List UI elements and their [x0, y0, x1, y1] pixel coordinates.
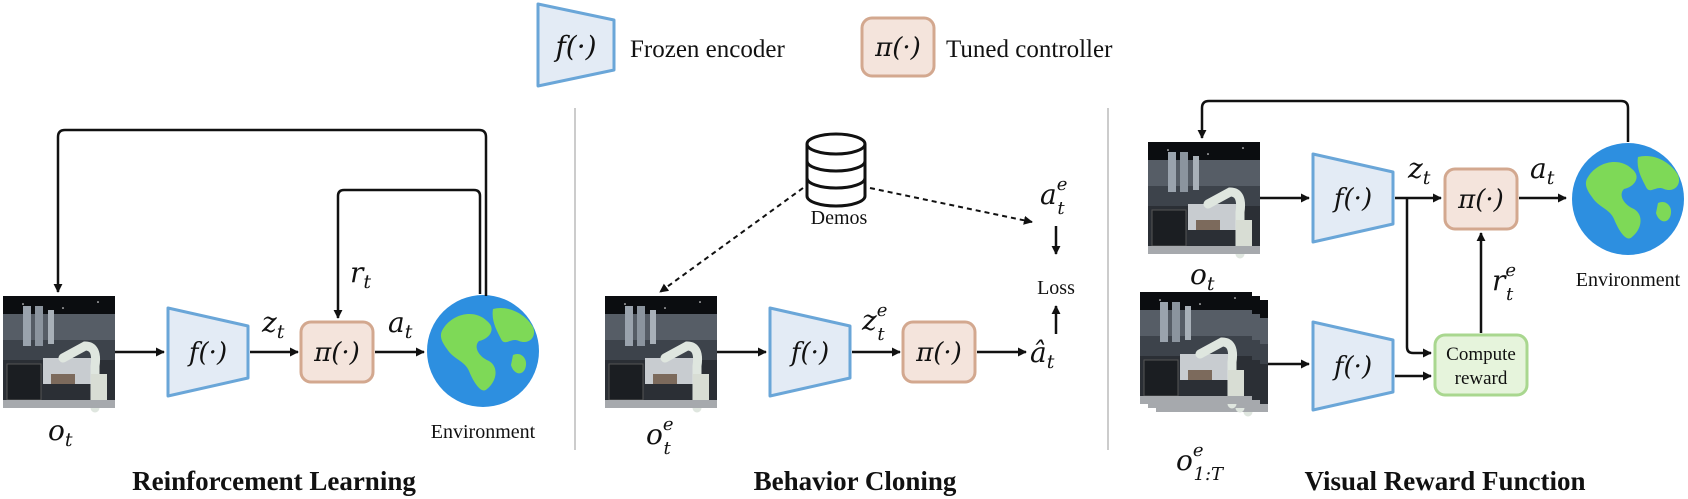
legend-controller-label: Tuned controller [946, 36, 1113, 63]
bc-loss-label: Loss [1037, 277, 1075, 299]
rl-environment-label: Environment [431, 421, 536, 443]
vrf-controller-label: π(·) [1457, 185, 1504, 215]
demos-database-icon [805, 132, 867, 208]
rl-encoder-box [166, 306, 250, 398]
legend-encoder-symbol: f(·) [553, 30, 596, 63]
rl-action-label: at [388, 306, 413, 343]
rl-controller-label: π(·) [313, 338, 360, 368]
vrf-observation-image [1148, 142, 1260, 254]
rl-panel-title: Reinforcement Learning [132, 466, 416, 496]
bc-predicted-action-label: ât [1030, 336, 1055, 373]
panel-reinforcement-learning: ot f(·) zt π(·) at Environment rt Reinfo… [3, 128, 539, 496]
bc-encoder-label: f(·) [789, 338, 829, 368]
vrf-compute-reward-line2: reward [1455, 368, 1508, 389]
vrf-environment-globe-icon [1572, 143, 1684, 255]
rl-controller-box [299, 320, 375, 384]
vrf-action-label: at [1530, 152, 1555, 189]
bc-dashed-demos-obs [659, 187, 804, 293]
vrf-demo-observation-stack [1140, 292, 1268, 412]
rl-reward-feedback-arrow [333, 188, 482, 319]
vrf-panel-title: Visual Reward Function [1304, 466, 1585, 496]
vrf-encoder-bottom-label: f(·) [1332, 352, 1372, 382]
vrf-arrow-latent-compute [1405, 198, 1432, 358]
rl-encoder-label: f(·) [187, 338, 227, 368]
legend-controller-shape [860, 16, 936, 78]
legend: f(·) Frozen encoder π(·) Tuned controlle… [536, 2, 1113, 88]
vrf-latent-label: zt [1407, 152, 1431, 189]
rl-reward-label: rt [350, 256, 371, 293]
demos-label: Demos [811, 207, 868, 229]
bc-dashed-demos-expert-action [869, 187, 1033, 225]
vrf-encoder-top-label: f(·) [1332, 184, 1372, 214]
bc-observation-image [605, 296, 717, 408]
bc-controller-label: π(·) [915, 338, 962, 368]
legend-controller-symbol: π(·) [874, 33, 921, 63]
vrf-observation-label: ot [1190, 258, 1215, 295]
vrf-compute-reward-box [1433, 333, 1529, 397]
rl-observation-feedback-arrow [53, 128, 488, 296]
vrf-controller-box [1443, 167, 1519, 231]
vrf-compute-reward-line1: Compute [1446, 344, 1516, 365]
vrf-encoder-top-box [1311, 152, 1395, 244]
vrf-observation-feedback-arrow [1197, 99, 1630, 142]
bc-panel-title: Behavior Cloning [754, 466, 957, 496]
bc-encoder-box [768, 306, 852, 398]
rl-observation-label: ot [48, 414, 73, 451]
legend-encoder-label: Frozen encoder [630, 36, 785, 63]
legend-encoder-shape [536, 2, 616, 88]
vrf-encoder-bottom-box [1311, 320, 1395, 412]
rl-latent-label: zt [261, 306, 285, 343]
vrf-environment-label: Environment [1576, 269, 1681, 291]
bc-controller-box [901, 320, 977, 384]
rl-observation-image [3, 296, 115, 408]
rl-environment-globe-icon [427, 295, 539, 407]
